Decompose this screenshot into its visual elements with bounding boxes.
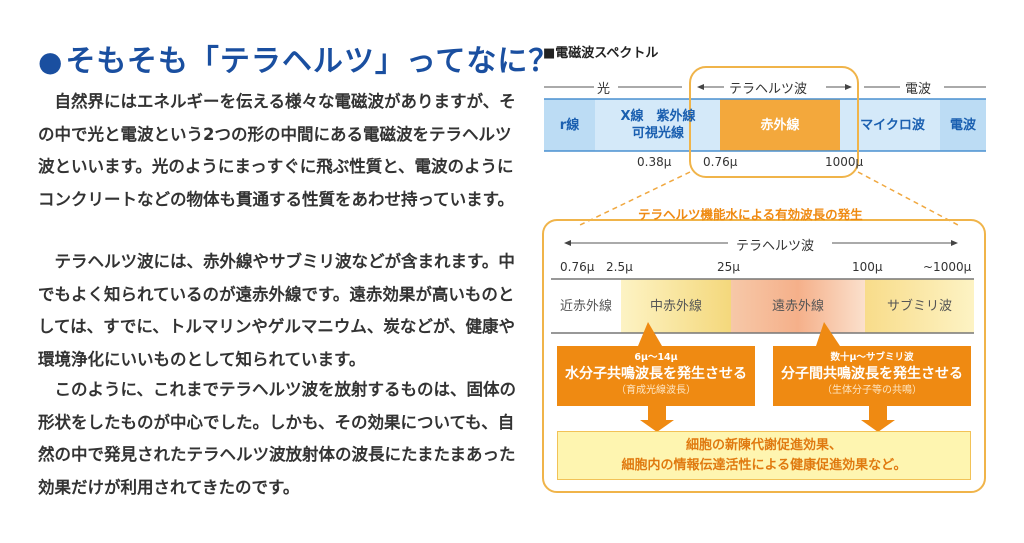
water-resonance-box: 6μ～14μ 水分子共鳴波長を発生させる （育成光線波長） — [557, 346, 755, 406]
detail-frame — [542, 219, 986, 493]
thz-highlight-frame — [689, 66, 859, 178]
submillimeter-band — [865, 279, 974, 333]
detail-title: テラヘルツ機能水による有効波長の発生 — [638, 207, 863, 222]
thz-arrow-right — [845, 84, 852, 90]
title-bullet: ● — [38, 45, 64, 78]
detail-tick-25: 25μ — [717, 260, 740, 274]
detail-tick-100: 100μ — [852, 260, 883, 274]
paragraph-3: このように、これまでテラヘルツ波を放射するものは、固体の形状をしたものが中心でし… — [38, 380, 517, 497]
mid-infrared-band — [621, 279, 731, 333]
spectrum-title: ■電磁波スペクトル — [543, 46, 659, 61]
tick-0-38: 0.38μ — [637, 155, 672, 169]
band-microwave: マイクロ波 — [860, 117, 925, 133]
range-thz-label: テラヘルツ波 — [729, 82, 808, 97]
tick-0-76: 0.76μ — [703, 155, 738, 169]
detail-tick-0-76: 0.76μ — [560, 260, 595, 274]
detail-tick-1000: ~1000μ — [923, 260, 972, 274]
range-light-label: 光 — [597, 82, 611, 97]
band-infrared: 赤外線 — [760, 117, 800, 133]
band-xray-uv-visible: X線 紫外線 可視光線 — [620, 109, 696, 141]
molecular-main: 分子間共鳴波長を発生させる — [781, 366, 963, 382]
range-radio-label: 電波 — [905, 82, 932, 97]
arrow-down-left — [648, 406, 666, 420]
molecular-range: 数十μ～サブミリ波 — [830, 352, 914, 363]
molecular-note: （生体分子等の共鳴） — [822, 385, 922, 396]
detail-tick-2-5: 2.5μ — [606, 260, 633, 274]
arrow-down-right — [869, 406, 887, 420]
band-near-infrared: 近赤外線 — [559, 298, 612, 314]
tick-1000: 1000μ — [825, 155, 864, 169]
band-submillimeter: サブミリ波 — [886, 298, 952, 314]
band-radio: 電波 — [949, 117, 976, 133]
detail-range-label: テラヘルツ波 — [736, 239, 815, 254]
molecular-resonance-box: 数十μ～サブミリ波 分子間共鳴波長を発生させる （生体分子等の共鳴） — [773, 346, 971, 406]
water-range: 6μ～14μ — [634, 352, 678, 363]
paragraph-1: 自然界にはエネルギーを伝える様々な電磁波がありますが、その中で光と電波という2つ… — [38, 92, 516, 209]
effect-box: 細胞の新陳代謝促進効果、 細胞内の情報伝達活性による健康促進効果など。 — [557, 431, 971, 480]
infrared-band — [720, 99, 840, 151]
title-text: そもそも「テラヘルツ」ってなに？ — [65, 44, 560, 79]
diagram-lines — [542, 66, 986, 493]
water-main: 水分子共鳴波長を発生させる — [565, 366, 747, 382]
page-title: ●そもそも「テラヘルツ」ってなに？ — [38, 36, 559, 80]
paragraph-2: テラヘルツ波には、赤外線やサブミリ波などが含まれます。中でもよく知られているのが… — [38, 252, 516, 369]
far-infrared-band — [731, 279, 865, 333]
thz-arrow-left — [697, 84, 704, 90]
band-mid-infrared: 中赤外線 — [649, 298, 702, 314]
band-gamma: r線 — [559, 117, 580, 133]
water-note: （育成光線波長） — [616, 385, 696, 396]
connector-right — [857, 171, 959, 226]
connector-left — [579, 171, 691, 226]
band-far-infrared: 遠赤外線 — [771, 298, 824, 314]
